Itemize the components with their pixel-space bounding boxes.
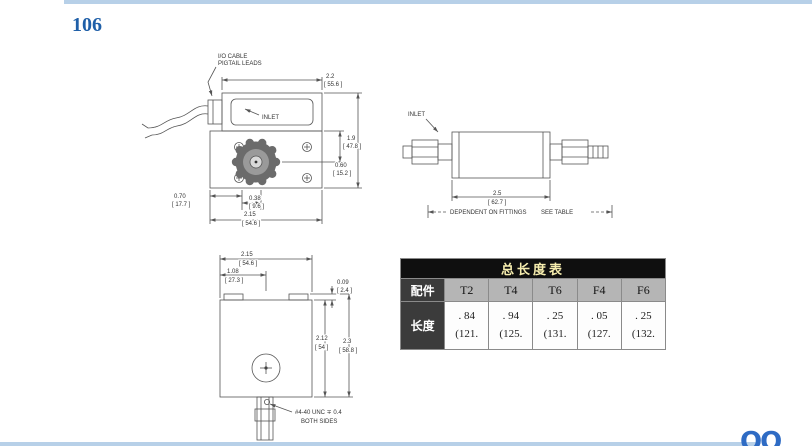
front-dimensions: 2.2 [ 55.6 ] 1.9 [ 47.8 ] 0.60 [ 15.2 ] … xyxy=(172,74,363,228)
table-length-row: 长度 . 84 (121. . 94 (125. . 25 (131. . 05… xyxy=(399,301,667,350)
front-body-top xyxy=(207,92,323,132)
table-title: 总长度表 xyxy=(400,258,666,279)
length-value-t4: . 94 (125. xyxy=(488,301,534,350)
io-cable-label-line2: PIGTAIL LEADS xyxy=(218,61,262,67)
dim-foot-height-in: 0.09 xyxy=(337,280,349,286)
length-value-line: (132. xyxy=(631,327,655,340)
length-value-line: (127. xyxy=(587,327,611,340)
inlet-label-front: INLET xyxy=(262,115,279,121)
dim-bottom-body-height-mm: [ 54 ] xyxy=(315,345,329,351)
dim-overall-height-mm: [ 58.8 ] xyxy=(339,348,358,354)
see-table-text: SEE TABLE xyxy=(541,210,573,216)
front-view-drawing: I/O CABLE PIGTAIL LEADS INLET xyxy=(141,54,363,228)
bottom-dimensions: 2.15 [ 54.6 ] 1.08 [ 27.3 ] 0.09 [ 2.4 ]… xyxy=(219,251,359,398)
cable-pigtail xyxy=(141,105,209,139)
dim-bottom-body-height-in: 2.12 xyxy=(316,336,328,342)
io-cable-label-line1: I/O CABLE xyxy=(218,54,247,60)
tapped-hole-callout xyxy=(264,398,271,405)
corner-screw xyxy=(302,142,312,152)
column-header-t2: T2 xyxy=(444,278,490,302)
length-row-label: 长度 xyxy=(399,301,446,350)
dim-knob-offset-left-mm: [ 17.7 ] xyxy=(172,202,191,208)
dim-knob-offset-v-in: 0.60 xyxy=(335,163,347,169)
length-value-line: (125. xyxy=(499,327,523,340)
side-dimensions: 2.5 [ 62.7 ] DEPENDENT ON FITTINGS SEE T… xyxy=(427,180,613,218)
inlet-leader-line xyxy=(244,108,260,116)
length-value-f4: . 05 (127. xyxy=(576,301,622,350)
length-value-line: . 84 xyxy=(458,309,475,322)
thread-leader-line xyxy=(269,403,293,413)
watermark-logo: QQ xyxy=(740,427,782,446)
dim-body-length-mm: [ 62.7 ] xyxy=(488,200,507,206)
length-value-line: . 94 xyxy=(502,309,520,322)
length-value-t2: . 84 (121. xyxy=(444,301,490,350)
column-header-f6: F6 xyxy=(620,278,667,302)
dim-bottom-width-in: 2.15 xyxy=(241,252,253,258)
fitting-note-text: DEPENDENT ON FITTINGS xyxy=(450,210,527,216)
front-body-lower xyxy=(209,130,323,189)
dim-body-height-in: 1.9 xyxy=(347,136,356,142)
thread-note-line2: BOTH SIDES xyxy=(301,419,337,425)
length-value-f6: . 25 (132. xyxy=(620,301,667,350)
bottom-body xyxy=(219,293,313,441)
dim-knob-offset-left-in: 0.70 xyxy=(174,194,186,200)
front-view-labels: I/O CABLE PIGTAIL LEADS INLET xyxy=(218,54,279,121)
dim-center-offset-in: 1.08 xyxy=(227,269,239,275)
column-header-t6: T6 xyxy=(532,278,578,302)
side-view-drawing: INLET 2.5 [ 62.7 ] xyxy=(402,112,613,218)
adjustment-knob xyxy=(231,138,281,186)
column-header-f4: F4 xyxy=(576,278,622,302)
dim-body-height-mm: [ 47.8 ] xyxy=(343,144,362,150)
dim-body-length-in: 2.5 xyxy=(493,191,502,197)
thread-note-line1: #4-40 UNC ∓ 0.4 xyxy=(295,410,342,416)
dim-foot-height-mm: [ 2.4 ] xyxy=(337,288,352,294)
dim-knob-offset-v-mm: [ 15.2 ] xyxy=(333,171,352,177)
dim-body-width-mm: [ 55.6 ] xyxy=(324,82,343,88)
corner-screw xyxy=(302,173,312,183)
column-header-t4: T4 xyxy=(488,278,534,302)
inlet-leader-line-side xyxy=(425,118,439,133)
length-value-line: (131. xyxy=(543,327,567,340)
top-edge-bar xyxy=(64,0,812,4)
inlet-label-side: INLET xyxy=(408,112,425,118)
total-length-table: 总长度表 配件 T2 T4 T6 F4 F6 长度 . 84 (121. . 9… xyxy=(399,258,667,350)
dim-bottom-width-mm: [ 54.6 ] xyxy=(239,261,258,267)
length-value-line: . 25 xyxy=(546,309,564,322)
dim-body-width-in: 2.2 xyxy=(326,74,335,80)
length-value-line: . 05 xyxy=(590,309,608,322)
length-value-line: (121. xyxy=(455,327,479,340)
dim-knob-offset-mid-in: 0.38 xyxy=(249,196,261,202)
dim-knob-offset-mid-mm: [ 9.6 ] xyxy=(249,204,264,210)
length-value-t6: . 25 (131. xyxy=(532,301,578,350)
bottom-view-drawing: #4-40 UNC ∓ 0.4 BOTH SIDES 2.15 [ 54.6 ]… xyxy=(219,251,359,441)
dim-overall-height-in: 2.3 xyxy=(343,339,352,345)
length-value-line: . 25 xyxy=(635,309,652,322)
table-header-row: 配件 T2 T4 T6 F4 F6 xyxy=(399,278,667,302)
dim-center-offset-mm: [ 27.3 ] xyxy=(225,278,244,284)
page-number: 106 xyxy=(72,14,102,36)
fitting-row-label: 配件 xyxy=(399,278,446,302)
io-cable-leader-line xyxy=(207,66,217,97)
side-body xyxy=(402,131,609,179)
dim-overall-width-in: 2.15 xyxy=(244,212,256,218)
dim-overall-width-mm: [ 54.6 ] xyxy=(242,221,261,227)
bottom-edge-bar xyxy=(0,442,756,446)
